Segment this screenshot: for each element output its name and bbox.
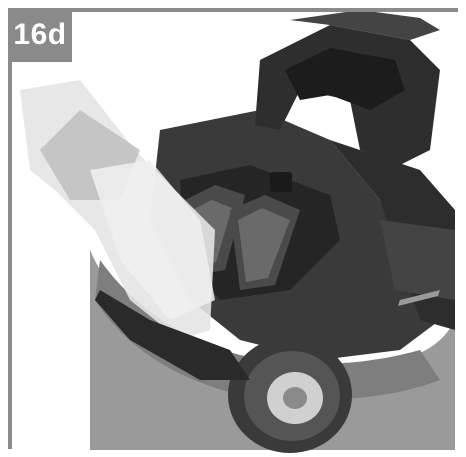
frame-border-top	[8, 8, 458, 12]
wheel-icon	[228, 337, 352, 453]
figure-label: 16d	[13, 18, 67, 51]
front-bumper-icon	[95, 290, 250, 380]
mower-handle-icon	[255, 10, 440, 165]
figure-label-badge: 16d	[8, 8, 72, 62]
frame-border-left	[8, 8, 12, 449]
cover-flap-icon	[20, 80, 215, 340]
